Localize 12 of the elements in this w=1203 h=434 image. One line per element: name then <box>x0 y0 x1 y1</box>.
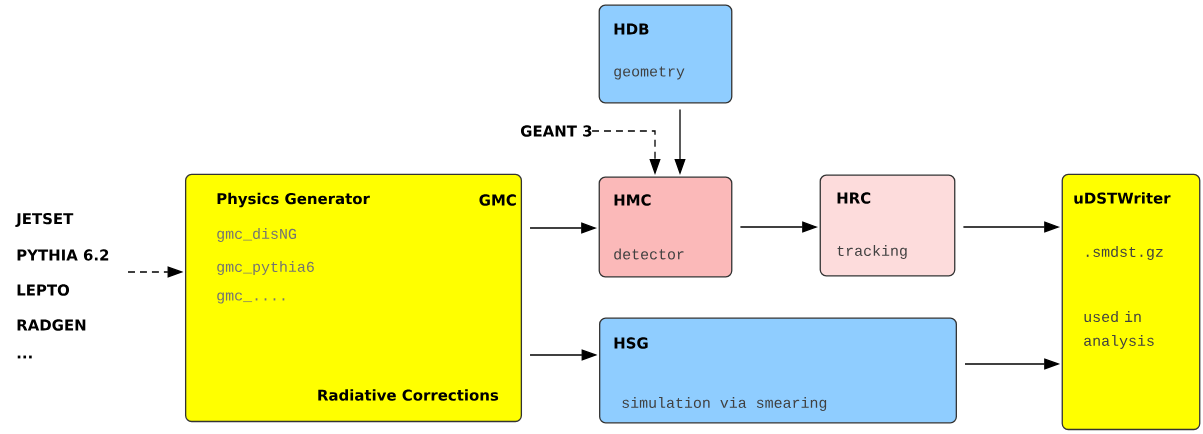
process-box: HMC detector <box>598 176 733 278</box>
source-name: ... <box>17 355 32 359</box>
source-name: LEPTO <box>17 284 70 296</box>
generator-box: Physics Generator GMC gmc_disNG gmc_pythia6 gmc_.... Radiative Corrections <box>185 173 523 423</box>
source-name: JETSET <box>15 212 74 227</box>
source-name: RADGEN <box>17 319 86 331</box>
process-box: HSG simulation via smearing <box>599 317 957 424</box>
output-box: uDSTWriter .smdst.gz used in analysis <box>1061 173 1201 431</box>
source-name: PYTHIA 6.2 <box>17 249 109 261</box>
process-box: HDB geometry <box>598 4 733 104</box>
source-label: GEANT 3 <box>520 125 592 137</box>
process-box: HRC tracking <box>819 174 956 277</box>
